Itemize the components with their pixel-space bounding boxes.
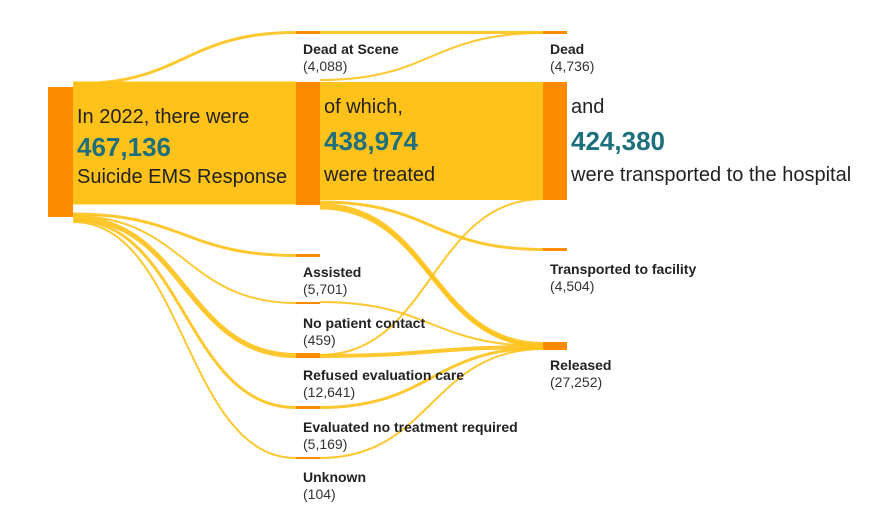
link-source-unknown xyxy=(72,221,297,459)
dead-at-scene-label: Dead at Scene (4,088) xyxy=(303,41,399,74)
dead-value: (4,736) xyxy=(550,58,595,74)
node-dead xyxy=(543,31,567,34)
dead-at-scene-name: Dead at Scene xyxy=(303,41,399,57)
link-treated-dead xyxy=(319,32,544,81)
dead-label: Dead (4,736) xyxy=(550,41,594,74)
evaluated-name: Evaluated no treatment required xyxy=(303,419,518,435)
no-patient-contact-label: No patient contact (459) xyxy=(303,315,425,348)
released-value: (27,252) xyxy=(550,374,603,390)
assisted-name: Assisted xyxy=(303,264,362,280)
no-patient-contact-value: (459) xyxy=(303,332,336,348)
unknown-label: Unknown (104) xyxy=(303,469,366,502)
link-no-patient-transported xyxy=(319,198,544,356)
transported-facility-label: Transported to facility (4,504) xyxy=(550,261,696,294)
transported-line2: were transported to the hospital xyxy=(571,164,852,186)
evaluated-label: Evaluated no treatment required (5,169) xyxy=(303,419,518,452)
node-transported-facility xyxy=(543,248,567,251)
link-source-evaluated xyxy=(72,218,297,409)
transported-number: 424,380 xyxy=(571,126,665,156)
sankey-nodes xyxy=(48,31,567,459)
link-source-dead-at-scene xyxy=(72,31,297,86)
link-treated-released-a xyxy=(319,203,544,346)
transported-label: and 424,380 were transported to the hosp… xyxy=(571,94,851,188)
node-assisted xyxy=(296,254,320,257)
node-refused xyxy=(296,353,320,358)
treated-line2: were treated xyxy=(324,164,436,186)
link-source-assisted xyxy=(72,212,297,257)
node-released xyxy=(543,342,567,350)
source-line2: Suicide EMS Response xyxy=(77,166,288,188)
evaluated-value: (5,169) xyxy=(303,436,348,452)
source-number: 467,136 xyxy=(77,132,171,162)
node-source xyxy=(48,87,73,217)
link-assisted-released xyxy=(319,301,544,347)
dead-name: Dead xyxy=(550,41,585,57)
sankey-links xyxy=(72,30,544,459)
node-unknown xyxy=(296,457,320,459)
refused-value: (12,641) xyxy=(303,384,356,400)
node-treated xyxy=(296,82,320,205)
treated-line1: of which, xyxy=(324,96,403,118)
unknown-value: (104) xyxy=(303,486,336,502)
link-source-refused xyxy=(72,215,297,358)
link-treated-facility xyxy=(319,200,544,251)
transported-facility-value: (4,504) xyxy=(550,278,595,294)
refused-label: Refused evaluation care (12,641) xyxy=(303,367,464,400)
source-label: In 2022, there were 467,136 Suicide EMS … xyxy=(77,104,287,190)
assisted-value: (5,701) xyxy=(303,281,348,297)
node-evaluated xyxy=(296,406,320,409)
link-evaluated-released xyxy=(319,346,544,409)
transported-facility-name: Transported to facility xyxy=(550,261,697,277)
unknown-name: Unknown xyxy=(303,469,366,485)
assisted-label: Assisted (5,701) xyxy=(303,264,361,297)
source-line1: In 2022, there were xyxy=(77,106,250,128)
link-unknown-released xyxy=(319,348,544,459)
link-source-no-patient-contact xyxy=(72,215,297,304)
node-transported xyxy=(543,82,567,200)
released-name: Released xyxy=(550,357,612,373)
dead-at-scene-value: (4,088) xyxy=(303,58,348,74)
no-patient-contact-name: No patient contact xyxy=(303,315,426,331)
released-label: Released (27,252) xyxy=(550,357,611,390)
node-dead-at-scene xyxy=(296,31,320,34)
node-no-patient-contact xyxy=(296,302,320,304)
treated-number: 438,974 xyxy=(324,126,418,156)
refused-name: Refused evaluation care xyxy=(303,367,465,383)
transported-line1: and xyxy=(571,96,605,118)
link-refused-released xyxy=(319,345,544,358)
treated-label: of which, 438,974 were treated xyxy=(324,94,435,188)
